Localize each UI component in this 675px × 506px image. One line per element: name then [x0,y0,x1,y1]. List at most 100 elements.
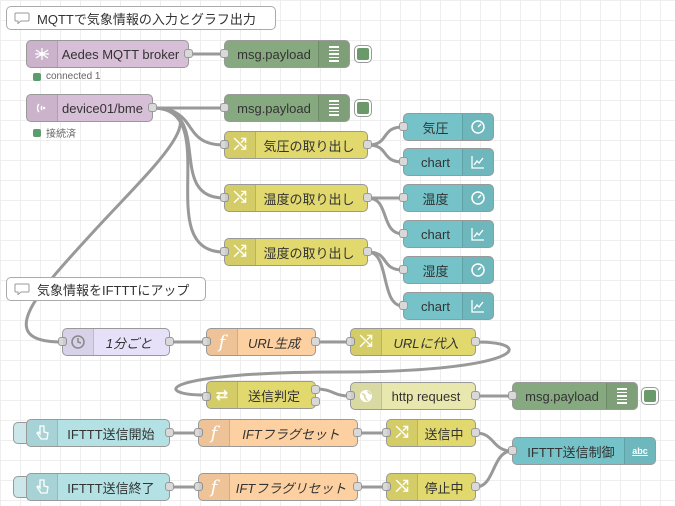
node-change-sending[interactable]: ⤭ 送信中 [382,419,480,447]
switch-icon: ⇄ [207,382,238,408]
comment-label: 気象情報をIFTTTにアップ [37,282,190,298]
output-port[interactable] [471,482,480,491]
debug-bars-icon [606,383,637,409]
comment-mqtt-weather[interactable]: MQTTで気象情報の入力とグラフ出力 [6,6,276,30]
clock-icon [63,329,94,355]
node-inject-timer[interactable]: 1分ごと [58,328,174,356]
output-port[interactable] [165,337,174,346]
node-function-flag-set[interactable]: f IFTフラグセット [194,419,362,447]
output-port[interactable] [311,337,320,346]
input-port[interactable] [202,392,211,401]
output-port[interactable] [353,428,362,437]
node-mqtt-in-device[interactable]: device01/bme [26,94,157,122]
node-label: 気圧の取り出し [263,138,355,154]
node-debug-2[interactable]: msg.payload [220,94,350,122]
input-port[interactable] [382,482,391,491]
output-port[interactable] [471,428,480,437]
node-gauge-temperature[interactable]: 温度 [399,184,494,212]
node-gauge-pressure[interactable]: 気圧 [399,113,494,141]
node-change-pressure[interactable]: ⤭ 気圧の取り出し [220,131,372,159]
globe-icon [351,383,382,409]
input-port[interactable] [508,446,517,455]
node-change-url[interactable]: ⤭ URLに代入 [346,328,480,356]
node-chart-2[interactable]: chart [399,220,494,248]
abc-text: abc [632,446,648,456]
input-port[interactable] [508,391,517,400]
function-icon: f [199,474,230,500]
node-chart-1[interactable]: chart [399,148,494,176]
node-inject-stop[interactable]: IFTTT送信終了 [26,473,174,501]
input-port[interactable] [194,428,203,437]
node-label: 湿度 [422,263,449,279]
output-port[interactable] [165,428,174,437]
node-label: 送信中 [424,426,464,442]
hand-pointer-icon [27,420,58,446]
status-text: connected 1 [46,71,101,82]
output-port[interactable] [165,482,174,491]
node-switch-send[interactable]: ⇄ 送信判定 [202,381,320,409]
node-label: chart [421,298,450,314]
node-inject-start[interactable]: IFTTT送信開始 [26,419,174,447]
input-port[interactable] [220,49,229,58]
input-port[interactable] [382,428,391,437]
debug-toggle-button[interactable] [354,99,372,117]
input-port[interactable] [399,157,408,166]
output-port-1[interactable] [311,385,320,394]
node-aedes-broker[interactable]: Aedes MQTT broker [26,40,193,68]
output-port[interactable] [363,193,372,202]
node-change-temperature[interactable]: ⤭ 温度の取り出し [220,184,372,212]
input-port[interactable] [399,301,408,310]
input-port[interactable] [346,391,355,400]
node-change-humidity[interactable]: ⤭ 湿度の取り出し [220,238,372,266]
output-port[interactable] [471,391,480,400]
debug-toggle-button[interactable] [641,387,659,405]
input-port[interactable] [220,140,229,149]
node-debug-1[interactable]: msg.payload [220,40,350,68]
node-gauge-humidity[interactable]: 湿度 [399,256,494,284]
function-icon: f [199,420,230,446]
output-port[interactable] [471,337,480,346]
output-port[interactable] [353,482,362,491]
output-port-2[interactable] [311,397,320,406]
node-function-flag-reset[interactable]: f IFTフラグリセット [194,473,362,501]
input-port[interactable] [399,193,408,202]
status-dot [33,128,41,137]
input-port[interactable] [399,122,408,131]
node-function-url[interactable]: f URL生成 [202,328,320,356]
node-label: IFTTT送信開始 [67,426,155,442]
input-port[interactable] [58,337,67,346]
debug-bars-icon [318,41,349,67]
output-port[interactable] [148,103,157,112]
output-port[interactable] [363,247,372,256]
input-port[interactable] [346,337,355,346]
node-label: http request [391,388,461,404]
input-port[interactable] [202,337,211,346]
input-port[interactable] [220,193,229,202]
node-http-request[interactable]: http request [346,382,480,410]
input-port[interactable] [399,229,408,238]
node-label: URL生成 [247,335,300,351]
node-label: msg.payload [525,388,599,404]
gauge-icon [462,114,493,140]
input-port[interactable] [220,247,229,256]
debug-toggle-button[interactable] [354,45,372,63]
comment-icon [7,12,37,24]
node-label: chart [421,226,450,242]
output-port[interactable] [363,140,372,149]
node-change-stopped[interactable]: ⤭ 停止中 [382,473,480,501]
output-port[interactable] [184,49,193,58]
node-chart-3[interactable]: chart [399,292,494,320]
input-port[interactable] [194,482,203,491]
line-chart-icon [462,149,493,175]
shuffle-icon: ⤭ [387,420,418,446]
node-text-ifttt-control[interactable]: IFTTT送信制御 abc [508,437,656,465]
input-port[interactable] [220,103,229,112]
gauge-icon [462,185,493,211]
node-label: 停止中 [424,480,464,496]
node-debug-3[interactable]: msg.payload [508,382,638,410]
input-port[interactable] [399,265,408,274]
comment-ifttt-upload[interactable]: 気象情報をIFTTTにアップ [6,277,206,301]
shuffle-icon: ⤭ [387,474,418,500]
text-abc-icon: abc [624,438,655,464]
node-label: IFTフラグリセット [235,480,347,496]
